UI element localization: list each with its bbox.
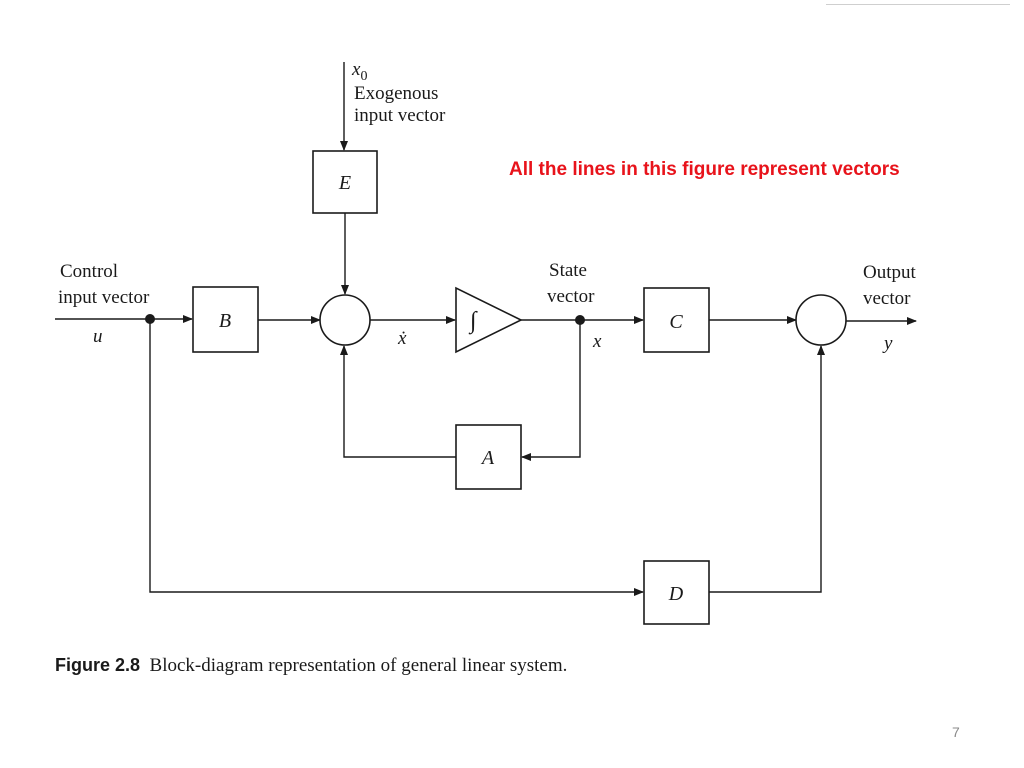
block-a [455,424,522,490]
summing-junction-2 [795,294,847,346]
exogenous-label-line1: Exogenous [354,83,438,104]
block-b [192,286,259,353]
exogenous-subscript: 0 [360,69,367,84]
state-to-a-line [521,320,581,461]
integrator-block [455,286,523,354]
exogenous-label-line2: input vector [354,105,446,126]
d-to-sum2-line [709,345,825,593]
top-rule [826,4,1010,5]
block-b-label: B [219,310,231,332]
state-derivative-symbol: ẋ [397,328,407,349]
state-label-line2: vector [547,286,595,307]
a-to-sum1-line [340,345,456,458]
output-label-line2: vector [863,288,911,309]
block-d-label: D [668,583,684,605]
figure-label: Figure 2.8 [55,655,141,675]
page-number: 7 [952,724,960,740]
block-c-label: C [669,311,683,333]
summing-junction-1 [319,294,371,346]
output-label-line1: Output [863,262,917,283]
control-to-d-line [149,319,644,596]
integrator-symbol: ∫ [468,308,478,335]
block-e-label: E [338,172,351,194]
state-label-line1: State [549,260,587,281]
block-a-label: A [480,447,495,469]
vectors-annotation: All the lines in this figure represent v… [509,159,900,180]
output-symbol: y [882,333,893,354]
figure-caption: Figure 2.8 Block-diagram representation … [55,655,567,677]
control-label-line2: input vector [58,287,150,308]
exogenous-symbol: x0 [351,59,367,84]
figure-caption-text: Block-diagram representation of general … [149,655,568,676]
control-symbol: u [93,326,103,347]
control-label-line1: Control [60,261,118,282]
state-symbol: x [592,331,602,352]
